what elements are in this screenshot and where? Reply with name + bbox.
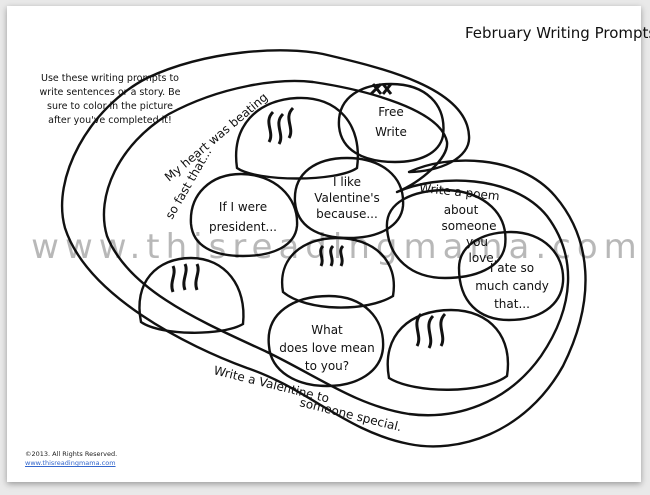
- worksheet-page: February Writing Prompts Use these writi…: [7, 6, 650, 482]
- prompt-love-line3: to you?: [305, 359, 349, 373]
- prompt-love-line1: What: [311, 323, 343, 337]
- footer-link[interactable]: www.thisreadingmama.com: [25, 459, 116, 467]
- chocolate-free-write: [337, 82, 445, 164]
- candy-box-illustration: My heart was beating so fast that... Fre…: [31, 49, 641, 448]
- chocolate-drizzle-top: [234, 96, 360, 180]
- chocolate-drizzle-middle: [280, 236, 396, 309]
- page-title: February Writing Prompts: [465, 24, 650, 42]
- prompt-poem-line5: love.: [469, 251, 498, 265]
- chocolate-valentine: [293, 156, 405, 240]
- chocolate-candy: [457, 230, 565, 322]
- footer: ©2013. All Rights Reserved. www.thisread…: [25, 450, 117, 468]
- prompt-valentine-line3: because...: [316, 207, 378, 221]
- chocolate-president: [189, 172, 299, 258]
- watermark: www.thisreadingmama.com: [31, 227, 641, 267]
- copyright-text: ©2013. All Rights Reserved.: [25, 450, 118, 458]
- prompt-special-line2: someone special.: [298, 395, 403, 434]
- prompt-love-line2: does love mean: [279, 341, 374, 355]
- prompt-poem-line2: about: [444, 203, 479, 217]
- heart-box-inner-rim: [102, 79, 570, 417]
- prompt-heart-beating-line1: My heart was beating: [162, 90, 271, 184]
- heart-box-outline: [60, 49, 587, 448]
- prompt-president-line2: president...: [209, 220, 277, 234]
- prompt-candy-line2: much candy: [475, 279, 549, 293]
- prompt-poem-line4: you: [466, 235, 488, 249]
- prompt-valentine-line1: I like: [333, 175, 361, 189]
- chocolate-poem: [385, 188, 507, 280]
- prompt-candy-line1: I ate so: [490, 261, 534, 275]
- prompt-free-write-line2: Write: [375, 125, 407, 139]
- prompt-president-line1: If I were: [219, 200, 267, 214]
- chocolate-love: [267, 294, 385, 388]
- chocolate-drizzle-bottom: [386, 308, 510, 391]
- prompt-valentine-line2: Valentine's: [314, 191, 380, 205]
- prompt-candy-line3: that...: [494, 297, 530, 311]
- prompt-free-write-line1: Free: [378, 105, 403, 119]
- chocolate-drizzle-left: [138, 256, 245, 334]
- prompt-poem-line3: someone: [442, 219, 497, 233]
